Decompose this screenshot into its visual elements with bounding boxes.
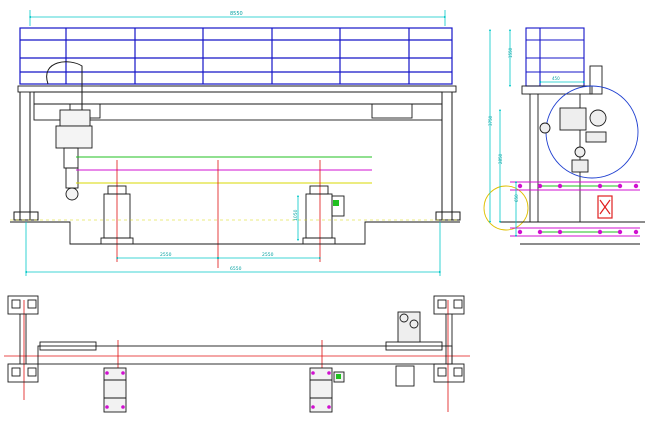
station-height-label: 1050 <box>293 209 299 221</box>
side-height-dimensions <box>488 28 586 238</box>
side-view: 1550 3750 2850 650 450 <box>483 27 645 245</box>
side-frame <box>521 65 603 222</box>
green-accent-motor <box>333 200 339 206</box>
station-spacing-right-label: 2550 <box>262 252 274 258</box>
plan-robot-unit <box>395 311 421 387</box>
side-process-rails <box>510 181 640 237</box>
side-top-height-label: 1550 <box>508 47 513 58</box>
plan-station-markers <box>105 371 331 409</box>
side-base-height-label: 650 <box>514 194 519 202</box>
cabinet-width-label: 450 <box>552 76 560 81</box>
rail-markers <box>517 183 639 235</box>
front-centerlines <box>116 160 321 268</box>
plan-green-motor <box>336 374 341 379</box>
process-path-lines <box>76 156 372 184</box>
side-lower-height-label: 2850 <box>498 153 503 164</box>
side-robot-assembly <box>539 107 607 173</box>
plan-view <box>4 295 470 413</box>
plan-longitudinal-beams <box>19 314 453 365</box>
red-gripper-tool <box>597 195 613 219</box>
station-spacing-left-label: 2550 <box>160 252 172 258</box>
overall-width-label: 8550 <box>230 11 243 17</box>
gantry-robot-arm <box>55 109 93 201</box>
front-view: 8550 <box>10 10 461 276</box>
bottom-overall-dimension <box>24 222 442 276</box>
robot-reach-arc-yellow <box>483 185 529 231</box>
bottom-overall-label: 6550 <box>230 266 242 272</box>
overall-width-dimension <box>28 10 447 26</box>
gantry-left-column <box>13 92 39 221</box>
top-guard-rail <box>19 27 453 85</box>
side-mid-height-label: 3750 <box>488 115 493 126</box>
plan-station-left <box>103 367 127 413</box>
workstation-right <box>302 185 345 245</box>
gantry-right-column <box>435 92 461 221</box>
cable-carrier-loop <box>46 61 83 110</box>
floor-profile <box>10 221 460 245</box>
